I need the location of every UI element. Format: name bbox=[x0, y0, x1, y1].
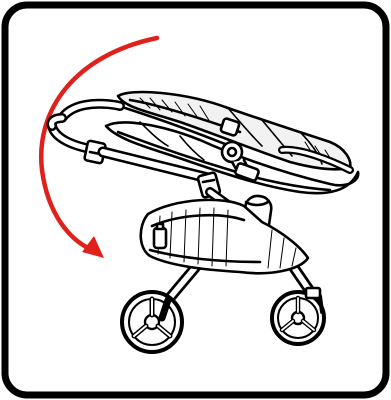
rear-wheel-icon bbox=[122, 292, 182, 352]
